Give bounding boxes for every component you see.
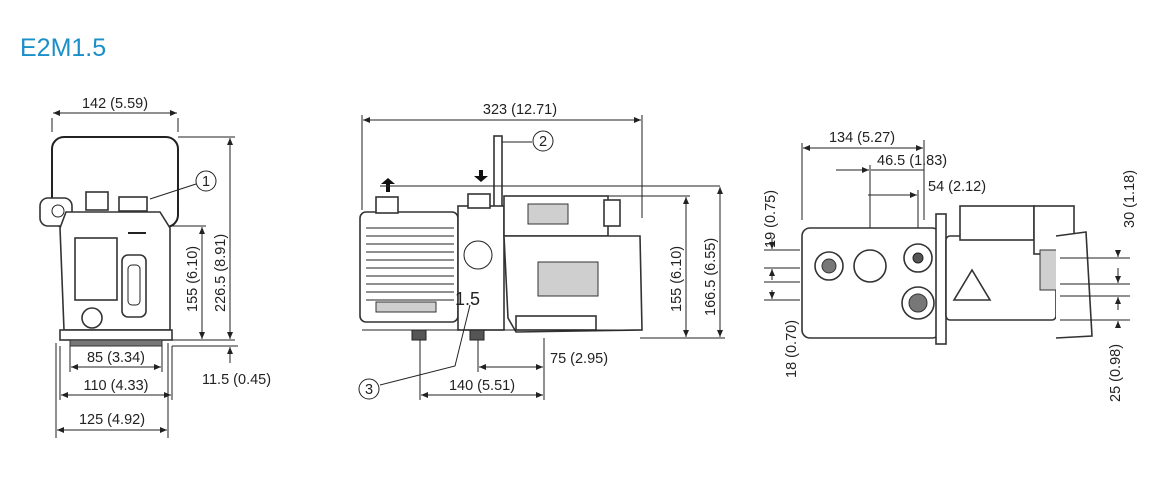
motor-rating-plate xyxy=(537,261,599,297)
top-dim-left-18: 18 (0.70) xyxy=(784,320,800,378)
front-dim-base-85: 85 (3.34) xyxy=(87,350,145,366)
top-dim-left-19: 19 (0.75) xyxy=(763,190,779,248)
electrical-connector xyxy=(527,203,569,225)
motor-fan-cover-top xyxy=(1055,231,1093,339)
side-dim-offset-75: 75 (2.95) xyxy=(550,351,608,367)
top-dim-54: 54 (2.12) xyxy=(928,179,986,195)
terminal-box-top xyxy=(959,205,1035,241)
top-dim-right-25: 25 (0.98) xyxy=(1108,344,1124,402)
callout-3-label: 3 xyxy=(365,382,373,398)
side-dim-height-155: 155 (6.10) xyxy=(669,246,685,312)
front-label-plate xyxy=(74,237,118,301)
outlet-arrow-icon xyxy=(474,170,488,182)
callout-2-label: 2 xyxy=(539,134,547,150)
drain-plug xyxy=(81,307,103,329)
side-dim-height-166: 166.5 (6.55) xyxy=(703,238,719,316)
front-dim-foot: 11.5 (0.45) xyxy=(202,372,271,388)
front-dim-base-110: 110 (4.33) xyxy=(83,378,148,394)
inlet-port xyxy=(118,196,148,212)
top-view: 134 (5.27) 46.5 (1.83) 54 (2.12) 19 (0.7… xyxy=(763,130,1138,402)
oil-filler-cap xyxy=(85,191,109,211)
front-dim-base-125: 125 (4.92) xyxy=(79,412,145,428)
side-dim-feet-140: 140 (5.51) xyxy=(449,378,515,394)
front-dim-height-226: 226.5 (8.91) xyxy=(213,234,229,312)
inlet-fitting xyxy=(375,196,399,214)
callout-1 xyxy=(195,170,217,192)
gas-ballast-top xyxy=(853,249,887,283)
side-dim-length: 323 (12.71) xyxy=(483,102,557,118)
drawing-title: E2M1.5 xyxy=(20,34,107,62)
front-plate xyxy=(457,205,505,331)
rubber-foot xyxy=(411,329,427,341)
side-view: 323 (12.71) 2 1.5 xyxy=(358,102,725,400)
rubber-foot xyxy=(469,329,485,341)
base-plate xyxy=(59,329,173,341)
top-dim-134: 134 (5.27) xyxy=(829,130,895,146)
front-dim-width: 142 (5.59) xyxy=(82,96,148,112)
warning-triangle-icon xyxy=(952,268,992,301)
callout-3 xyxy=(358,378,380,400)
sight-glass xyxy=(121,254,147,318)
top-dim-46: 46.5 (1.83) xyxy=(877,153,947,169)
front-dim-height-155: 155 (6.10) xyxy=(185,246,201,312)
front-view: 1 142 (5.59) 155 (6.10) 226.5 (8.91) 11.… xyxy=(39,96,271,438)
callout-2 xyxy=(532,130,554,152)
callout-1-label: 1 xyxy=(202,174,210,190)
coupling-flange xyxy=(935,213,947,345)
inlet-arrow-icon xyxy=(381,178,395,192)
top-dim-right-30: 30 (1.18) xyxy=(1122,170,1138,228)
side-marking-label: 1.5 xyxy=(455,289,480,309)
